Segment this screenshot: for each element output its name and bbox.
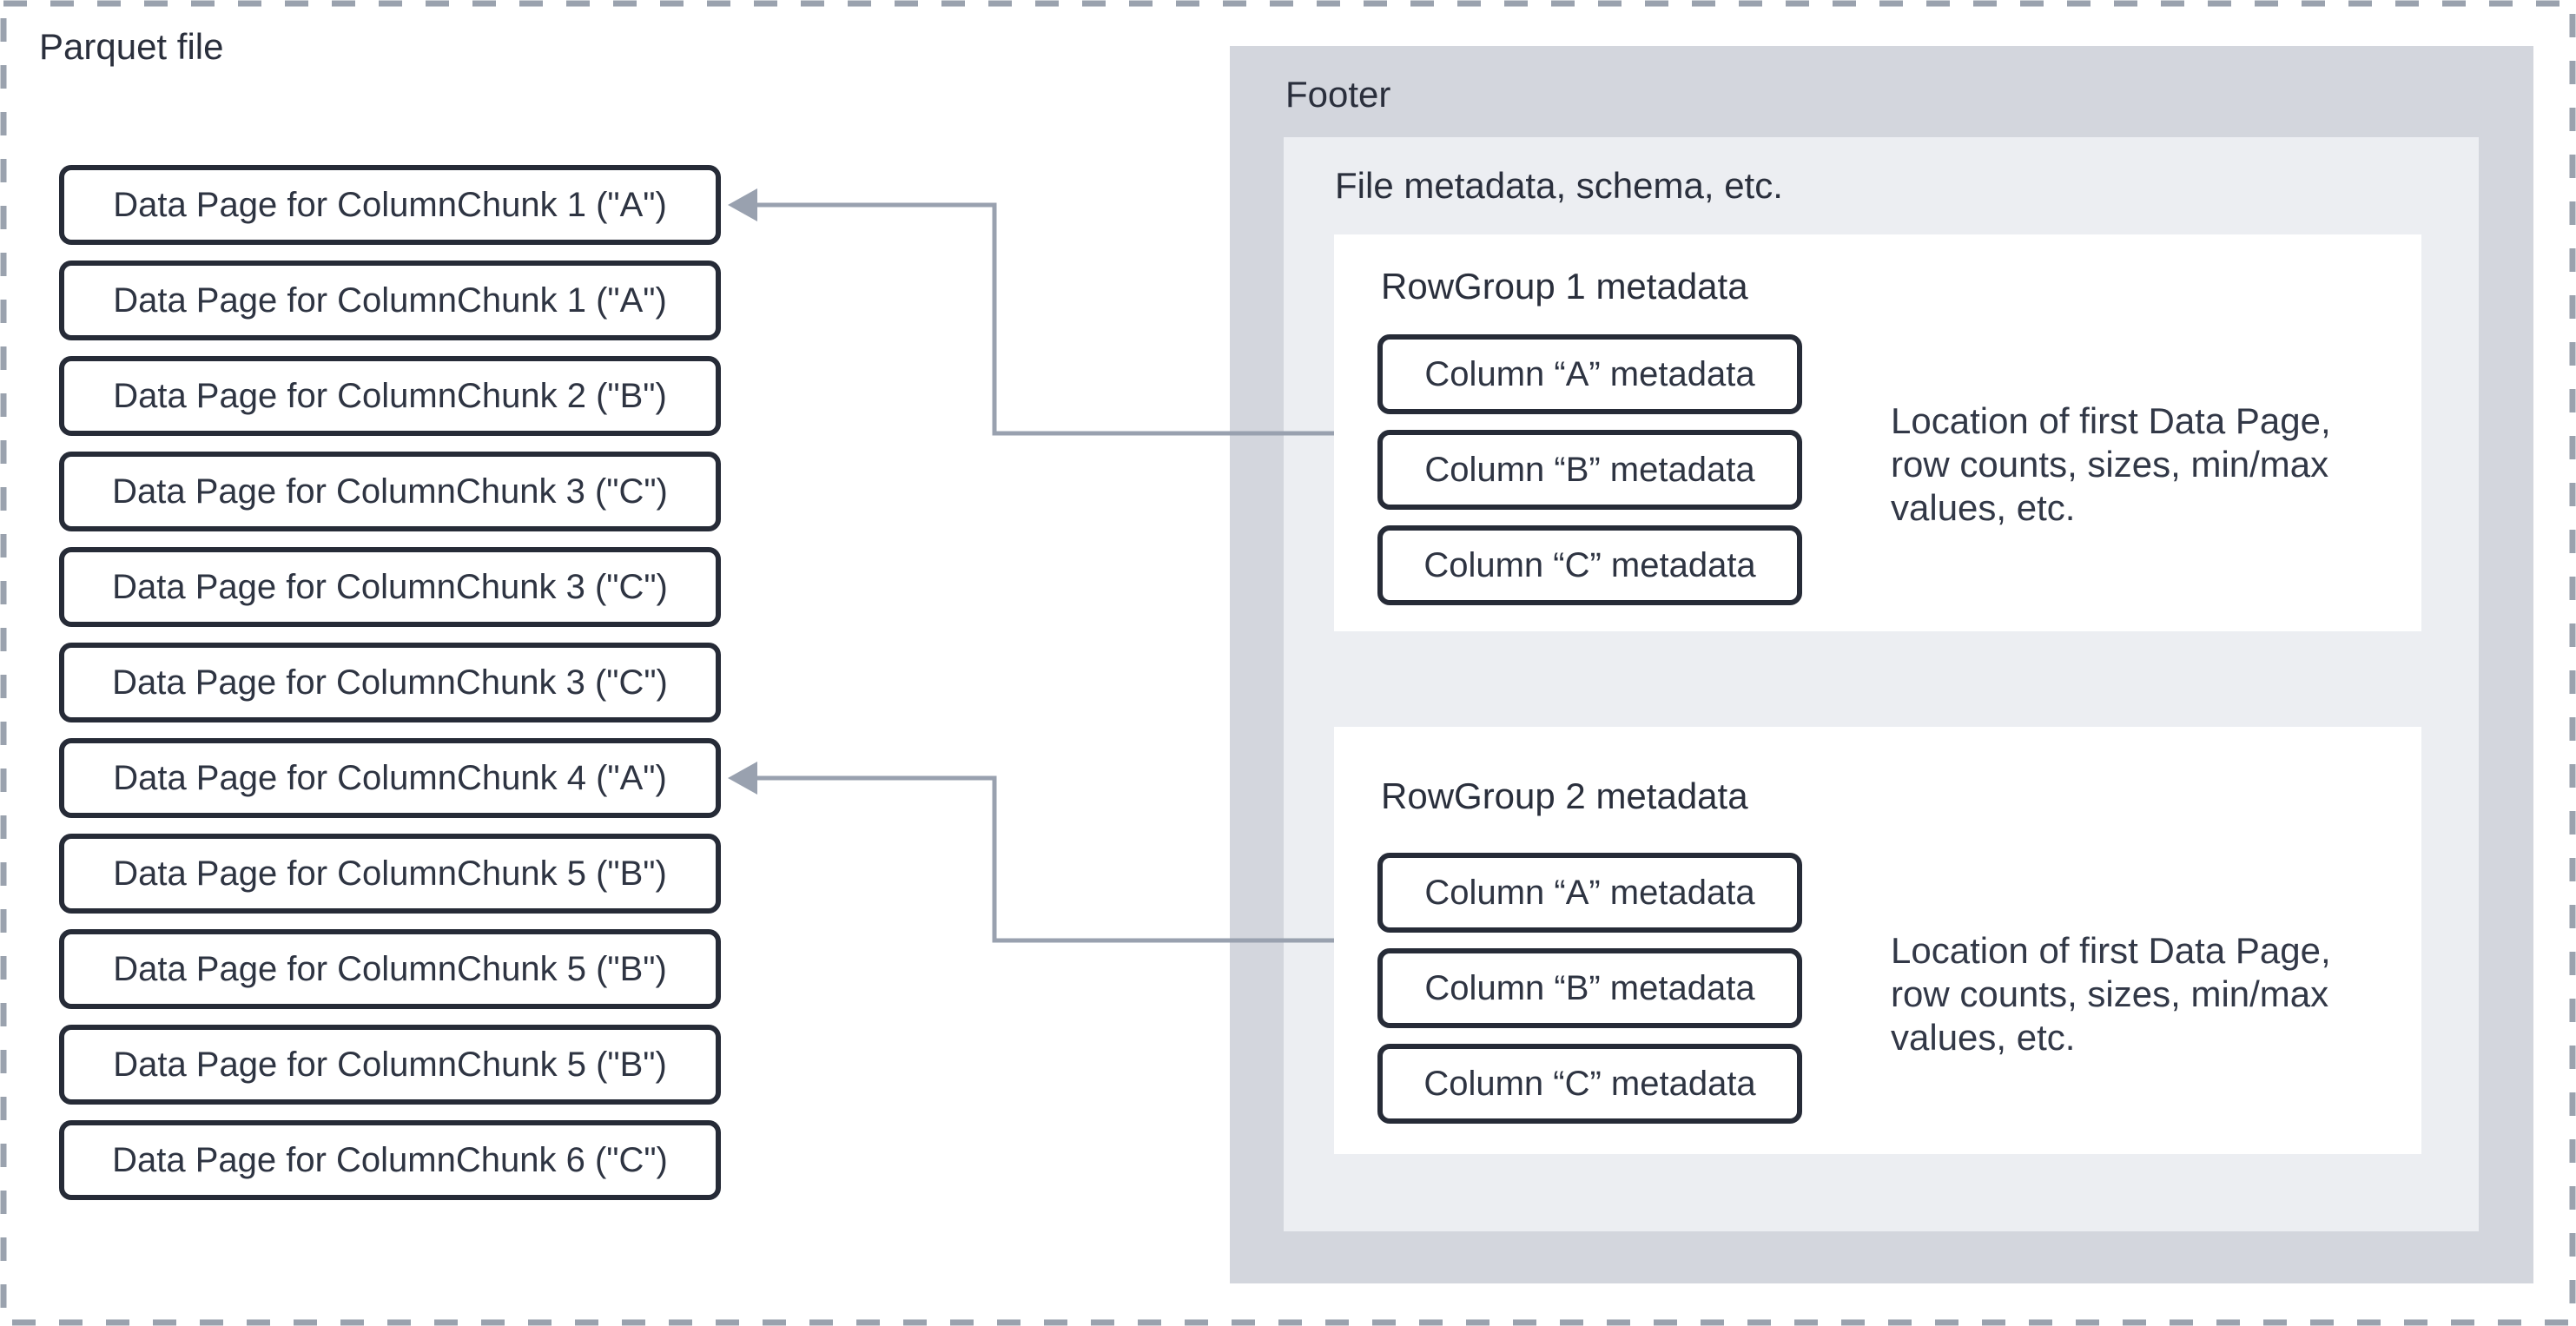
data-page-box: Data Page for ColumnChunk 2 ("B")	[59, 356, 721, 436]
data-page-box: Data Page for ColumnChunk 3 ("C")	[59, 643, 721, 722]
footer-section: Footer File metadata, schema, etc. RowGr…	[1230, 46, 2533, 1283]
data-page-box: Data Page for ColumnChunk 5 ("B")	[59, 929, 721, 1009]
data-page-box: Data Page for ColumnChunk 6 ("C")	[59, 1120, 721, 1200]
column-metadata-box: Column “B” metadata	[1377, 948, 1802, 1028]
data-page-box: Data Page for ColumnChunk 1 ("A")	[59, 165, 721, 245]
rowgroup-2-label: RowGroup 2 metadata	[1381, 775, 1748, 816]
rowgroup-1-panel: RowGroup 1 metadata Column “A” metadata …	[1334, 234, 2421, 631]
rowgroup-2-panel: RowGroup 2 metadata Column “A” metadata …	[1334, 727, 2421, 1154]
column-metadata-box: Column “C” metadata	[1377, 525, 1802, 605]
arrowhead-left-icon	[728, 762, 757, 795]
arrowhead-left-icon	[728, 188, 757, 221]
data-page-box: Data Page for ColumnChunk 1 ("A")	[59, 261, 721, 340]
data-page-box: Data Page for ColumnChunk 5 ("B")	[59, 1025, 721, 1105]
data-page-box: Data Page for ColumnChunk 5 ("B")	[59, 834, 721, 914]
data-page-box: Data Page for ColumnChunk 4 ("A")	[59, 738, 721, 818]
diagram-title: Parquet file	[39, 26, 224, 67]
data-page-box: Data Page for ColumnChunk 3 ("C")	[59, 452, 721, 531]
rowgroup-2-note: Location of first Data Page, row counts,…	[1891, 930, 2331, 1058]
column-metadata-box: Column “C” metadata	[1377, 1044, 1802, 1124]
footer-label: Footer	[1285, 74, 1391, 115]
file-metadata-label: File metadata, schema, etc.	[1335, 165, 1783, 206]
column-metadata-box: Column “A” metadata	[1377, 334, 1802, 414]
rowgroup-1-label: RowGroup 1 metadata	[1381, 266, 1748, 307]
column-metadata-box: Column “B” metadata	[1377, 430, 1802, 510]
rowgroup-1-note: Location of first Data Page, row counts,…	[1891, 400, 2331, 528]
file-metadata-panel: File metadata, schema, etc. RowGroup 1 m…	[1284, 137, 2479, 1231]
column-metadata-box: Column “A” metadata	[1377, 853, 1802, 933]
data-page-box: Data Page for ColumnChunk 3 ("C")	[59, 547, 721, 627]
